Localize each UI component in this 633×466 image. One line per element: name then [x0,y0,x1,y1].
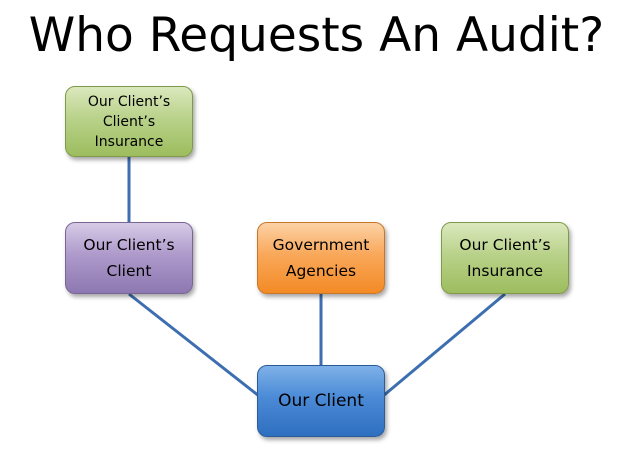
node-label: Government Agencies [272,236,370,280]
edge-clients-insurance-to-our-client [382,292,506,398]
node-label: Our Client’s Insurance [459,236,551,280]
node-our-client: Our Client [257,365,385,437]
node-government-agencies: Government Agencies [257,222,385,294]
edge-clients-client-to-our-client [128,292,260,398]
node-clients-insurance: Our Client’s Insurance [441,222,569,294]
node-label: Our Client’s Client’s Insurance [87,93,171,150]
slide-title: Who Requests An Audit? [28,8,605,63]
node-label: Our Client’s Client [83,236,175,280]
node-clients-client-insurance: Our Client’s Client’s Insurance [65,86,193,157]
node-clients-client: Our Client’s Client [65,222,193,294]
node-label: Our Client [278,391,364,411]
